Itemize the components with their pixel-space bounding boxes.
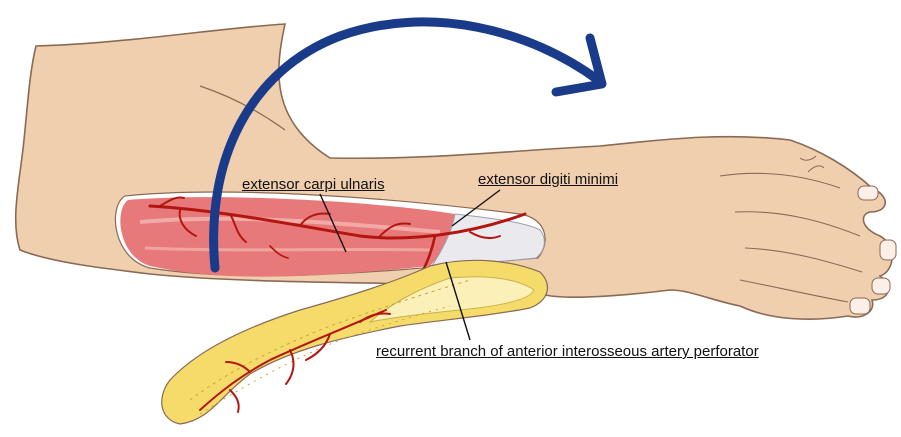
label-recurrent-branch: recurrent branch of anterior interosseou…: [376, 343, 759, 360]
muscle-highlight-2: [145, 248, 430, 250]
fingernail-4: [850, 298, 870, 314]
fingernail-2: [880, 240, 896, 260]
flap-vessel-branch-5: [230, 390, 239, 412]
label-extensor-carpi-ulnaris: extensor carpi ulnaris: [242, 176, 385, 193]
fingernail-3: [872, 278, 890, 294]
label-extensor-digiti-minimi: extensor digiti minimi: [478, 171, 618, 188]
fingernail-1: [858, 186, 878, 200]
